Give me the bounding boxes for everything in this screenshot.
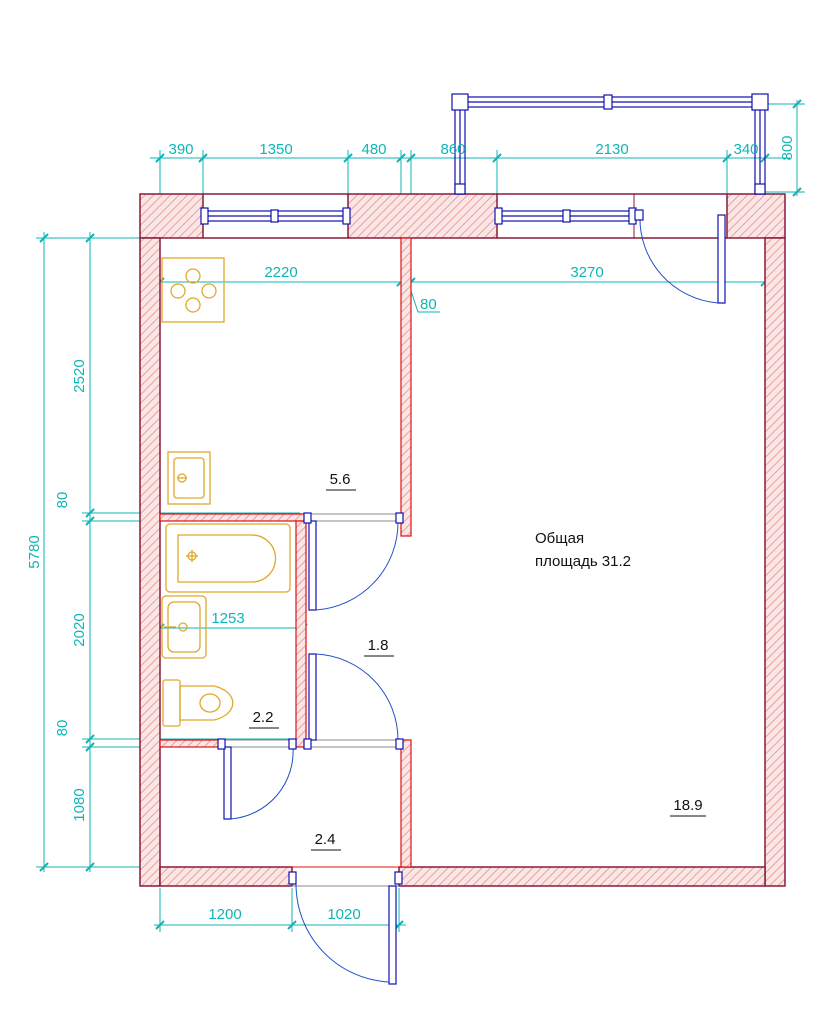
balcony-door[interactable] [634,209,726,304]
washbasin-icon [161,595,207,659]
dim-top-6: 340 [733,141,758,158]
dim-room-width: 3270 [570,264,603,281]
area-bathroom: 2.2 [253,709,274,726]
bathroom-door[interactable] [217,738,297,820]
total-area-line1: Общая [535,530,584,547]
corridor-door[interactable] [303,653,404,750]
stove-icon [161,257,225,323]
dim-top-2: 1350 [259,141,292,158]
dimension-labels: 390 1350 480 860 2130 340 800 5780 2520 … [26,135,796,923]
area-corridor: 1.8 [368,637,389,654]
entrance-door[interactable] [288,866,403,985]
dim-top-3: 480 [361,141,386,158]
dim-bottom-2: 1020 [327,906,360,923]
area-labels: 5.6 1.8 2.2 2.4 18.9 Общая площадь 31.2 [249,471,706,851]
area-hall: 2.4 [315,831,336,848]
dim-top-4: 860 [440,141,465,158]
dim-left-1: 2520 [71,359,88,392]
dim-left-3: 2020 [71,613,88,646]
kitchen-sink-icon [167,451,211,505]
toilet-icon [162,679,234,727]
area-room: 18.9 [673,797,702,814]
dim-left-2: 80 [54,492,71,509]
dim-bathroom-width: 1253 [211,610,244,627]
dim-partition: 80 [420,296,437,313]
dim-top-1: 390 [168,141,193,158]
total-area-line2: площадь 31.2 [535,553,631,570]
dim-left-4: 80 [54,720,71,737]
area-kitchen: 5.6 [330,471,351,488]
exterior-walls [139,193,786,887]
window-icon [200,207,637,225]
dim-kitchen-width: 2220 [264,264,297,281]
bathtub-icon [165,523,291,593]
interior-partitions [159,237,412,868]
dim-bottom-1: 1200 [208,906,241,923]
dim-top-5: 2130 [595,141,628,158]
balcony [451,93,769,195]
dimension-lines [36,99,805,932]
kitchen-door[interactable] [303,512,404,611]
dim-total-height: 5780 [26,535,43,568]
dim-left-5: 1080 [71,788,88,821]
door-swing-icon [217,209,726,985]
dim-balcony-depth: 800 [779,135,796,160]
